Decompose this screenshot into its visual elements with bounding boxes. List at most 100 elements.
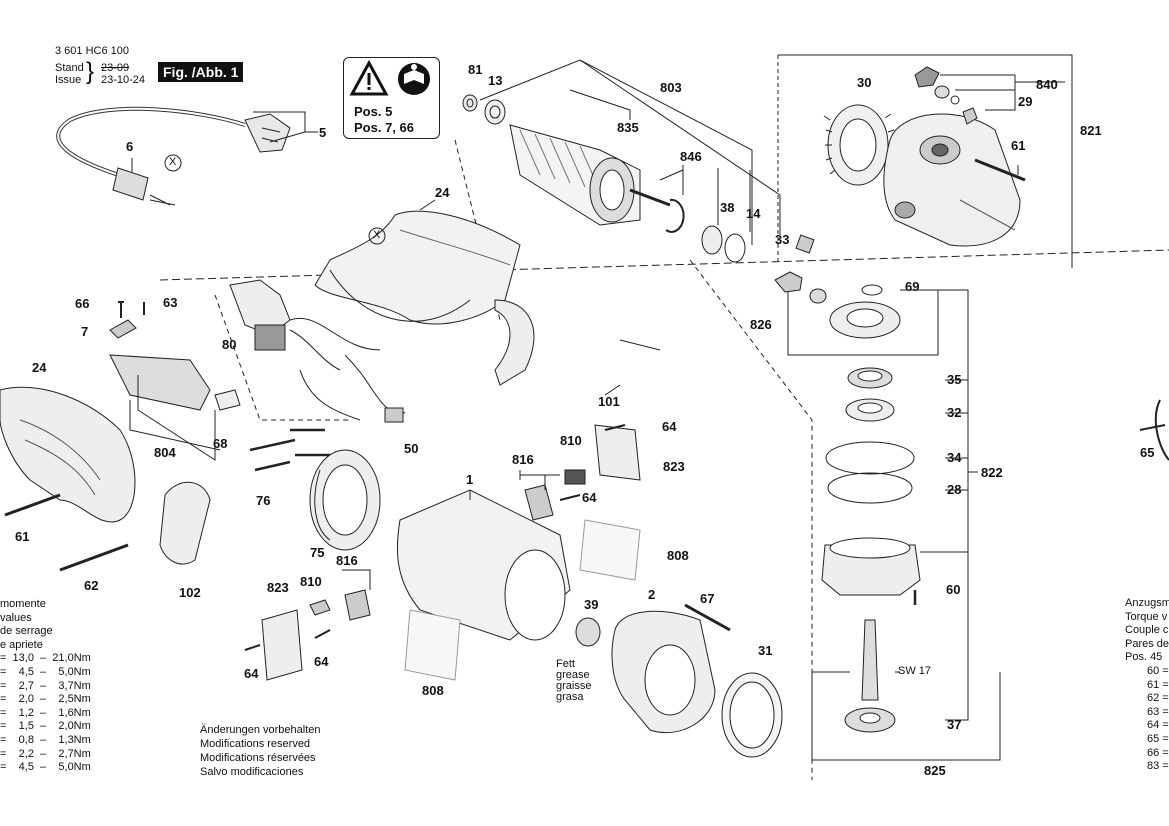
callout: 1 bbox=[466, 472, 474, 487]
callout: 50 bbox=[404, 441, 419, 456]
callout: 826 bbox=[750, 317, 772, 332]
callout: 5 bbox=[319, 125, 327, 140]
washer-69 bbox=[861, 284, 883, 296]
callout: 14 bbox=[746, 206, 761, 221]
issue-label: Issue bbox=[55, 74, 82, 86]
callout: 808 bbox=[667, 548, 689, 563]
callout: 61 bbox=[1011, 138, 1026, 153]
issue-date: 23-10-24 bbox=[101, 74, 146, 86]
callout: 38 bbox=[720, 200, 735, 215]
warning-triangle-icon bbox=[349, 59, 389, 96]
spring-ring-34 bbox=[825, 441, 915, 475]
callout: 808 bbox=[422, 683, 444, 698]
side-cover bbox=[494, 299, 535, 386]
bearing-13 bbox=[484, 99, 506, 125]
x-label: X bbox=[169, 156, 177, 168]
torque-table-left: momente values de serrage e apriete = 13… bbox=[0, 598, 91, 774]
x-label: X bbox=[373, 229, 381, 241]
x-marker-1 bbox=[164, 154, 182, 172]
callout: 101 bbox=[598, 394, 620, 409]
screw-66 bbox=[118, 301, 124, 318]
handle-24 bbox=[0, 386, 136, 523]
figure-label: Fig. /Abb. 1 bbox=[158, 62, 244, 82]
circlip-846 bbox=[665, 198, 685, 233]
callout: 61 bbox=[15, 529, 30, 544]
callout: 29 bbox=[1018, 94, 1033, 109]
callout: 60 bbox=[946, 582, 961, 597]
warning-line-2: Pos. 7, 66 bbox=[354, 120, 414, 135]
callout: 67 bbox=[700, 591, 715, 606]
callout: 66 bbox=[75, 296, 90, 311]
callout: 76 bbox=[256, 493, 271, 508]
callout: 804 bbox=[154, 445, 176, 460]
lock-7 bbox=[109, 319, 137, 339]
brace: } bbox=[86, 58, 95, 85]
bearing-39 bbox=[575, 617, 601, 647]
spring-33 bbox=[795, 234, 815, 254]
callout: 33 bbox=[775, 232, 790, 247]
callout: 6 bbox=[126, 139, 134, 154]
cover-102 bbox=[159, 481, 211, 565]
callout: 69 bbox=[905, 279, 920, 294]
part-number: 3 601 HC6 100 bbox=[55, 45, 129, 57]
callout: 24 bbox=[435, 185, 450, 200]
cover-823 bbox=[594, 424, 641, 481]
callout: 24 bbox=[32, 360, 47, 375]
switch-80 bbox=[254, 324, 286, 351]
modifications-note: Änderungen vorbehalten Modifications res… bbox=[200, 724, 321, 778]
o-ring-28 bbox=[827, 472, 913, 504]
callout: 31 bbox=[758, 643, 773, 658]
cable-sleeve bbox=[112, 167, 149, 201]
screw-67 bbox=[684, 603, 731, 632]
plug bbox=[244, 113, 291, 153]
gear-housing bbox=[883, 113, 1021, 247]
callout: 63 bbox=[163, 295, 178, 310]
callout: 810 bbox=[560, 433, 582, 448]
callout: 810 bbox=[300, 574, 322, 589]
stand-label: Stand bbox=[55, 62, 84, 74]
spindle bbox=[861, 619, 879, 701]
screw-61-top bbox=[974, 158, 1026, 182]
callout: 825 bbox=[924, 763, 946, 778]
callout: 823 bbox=[267, 580, 289, 595]
callout: 30 bbox=[857, 75, 872, 90]
x-marker-2 bbox=[368, 227, 386, 245]
cover-823-lower bbox=[261, 609, 303, 681]
callout: 64 bbox=[244, 666, 259, 681]
spindle-lock-840 bbox=[914, 66, 940, 88]
callout: 821 bbox=[1080, 123, 1102, 138]
screw-61 bbox=[4, 493, 61, 517]
callout: 28 bbox=[947, 482, 962, 497]
callout: 32 bbox=[947, 405, 962, 420]
film-808 bbox=[579, 519, 641, 581]
callout: 816 bbox=[512, 452, 534, 467]
callout: 2 bbox=[648, 587, 656, 602]
brush-816 bbox=[524, 484, 554, 521]
brush-810 bbox=[564, 469, 586, 485]
power-cord bbox=[56, 106, 246, 180]
callout: 822 bbox=[981, 465, 1003, 480]
callout: 840 bbox=[1036, 77, 1058, 92]
callout: 835 bbox=[617, 120, 639, 135]
washer-38 bbox=[701, 225, 723, 255]
callout: 102 bbox=[179, 585, 201, 600]
callout: 64 bbox=[314, 654, 329, 669]
sw-label: SW 17 bbox=[898, 665, 932, 677]
bearing-81 bbox=[462, 94, 478, 112]
read-manual-icon bbox=[398, 63, 430, 95]
callout: 64 bbox=[662, 419, 677, 434]
housing-half-24 bbox=[314, 210, 521, 325]
callout: 81 bbox=[468, 62, 483, 77]
callout: 34 bbox=[947, 450, 962, 465]
callout: 35 bbox=[947, 372, 962, 387]
flange-housing bbox=[821, 544, 921, 596]
callout: 37 bbox=[947, 717, 962, 732]
screw-62 bbox=[59, 543, 129, 572]
electronic-module bbox=[109, 354, 211, 411]
callout: 39 bbox=[584, 597, 599, 612]
callout: 75 bbox=[310, 545, 325, 560]
callout: 80 bbox=[222, 337, 237, 352]
stand-date: 23-09 bbox=[101, 62, 130, 74]
callout: 62 bbox=[84, 578, 99, 593]
